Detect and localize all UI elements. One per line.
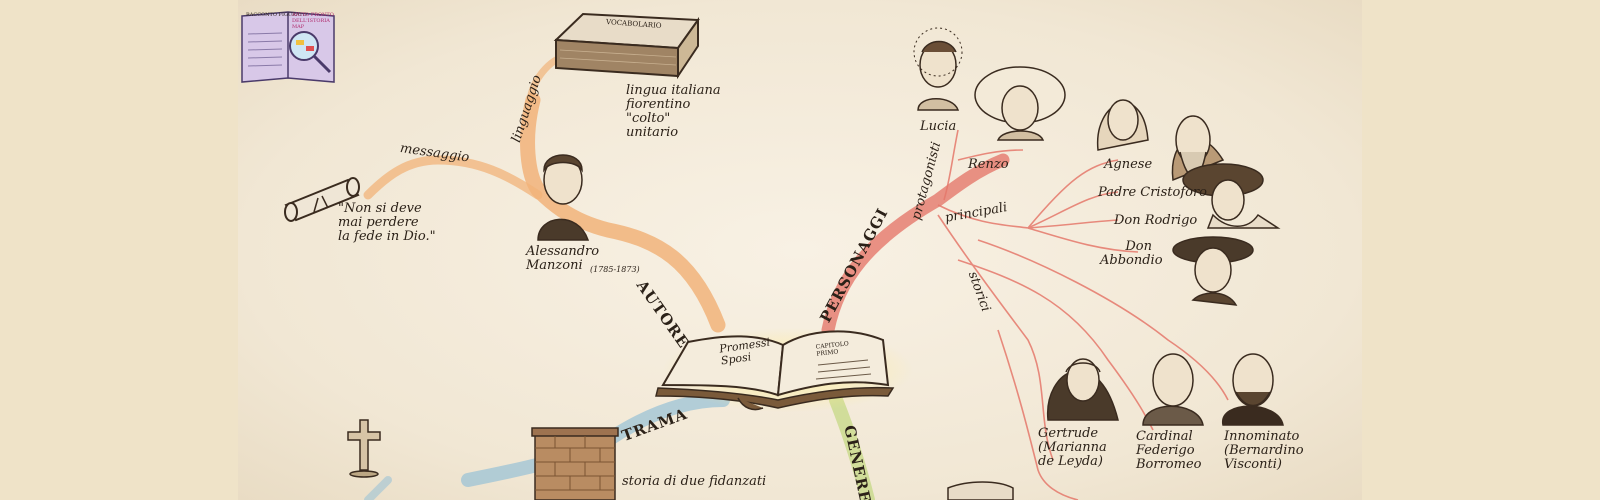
character-borromeo: Cardinal Federigo Borromeo xyxy=(1136,429,1202,472)
vocabulary-book-icon xyxy=(553,12,700,80)
lucia-portrait xyxy=(913,27,963,111)
language-note: lingua italiana fiorentino "colto" unita… xyxy=(626,83,721,140)
logo-right-title: AIUTO PRONTO DELL'ISTORIA MAP xyxy=(292,12,334,30)
author-dates: (1785-1873) xyxy=(590,265,640,274)
logo-left-title: RACCONTO FIGURATO xyxy=(246,12,307,18)
character-padre-cristoforo: Padre Cristoforo xyxy=(1098,185,1207,200)
branch-messaggio xyxy=(363,155,543,200)
character-gertrude: Gertrude (Marianna de Leyda) xyxy=(1038,426,1107,469)
gertrude-portrait xyxy=(1047,358,1119,421)
branch-genere xyxy=(829,393,875,500)
author-name: Alessandro Manzoni xyxy=(526,244,600,273)
character-innominato: Innominato (Bernardino Visconti) xyxy=(1224,429,1304,472)
innominato-portrait xyxy=(1222,353,1284,426)
center-book-icon xyxy=(655,330,895,411)
character-lucia: Lucia xyxy=(920,119,957,134)
connector-lines xyxy=(937,129,1229,500)
manzoni-portrait xyxy=(537,154,590,241)
wall-icon xyxy=(531,427,619,500)
borromeo-portrait xyxy=(1142,353,1204,426)
renzo-portrait xyxy=(974,66,1066,141)
logo-book-icon xyxy=(241,11,335,83)
character-agnese: Agnese xyxy=(1104,157,1153,172)
character-don-rodrigo: Don Rodrigo xyxy=(1114,213,1198,228)
abbondio-portrait xyxy=(1172,236,1254,306)
agnese-portrait xyxy=(1097,99,1149,151)
character-don-abbondio: Don Abbondio xyxy=(1100,239,1163,268)
branch-trama-small xyxy=(364,476,392,500)
mind-map-drawing xyxy=(284,12,1284,500)
character-renzo: Renzo xyxy=(968,157,1009,172)
branch-personaggi xyxy=(821,153,1010,337)
app-logo: RACCONTO FIGURATO AIUTO PRONTO DELL'ISTO… xyxy=(238,6,338,86)
bottom-book-fragment xyxy=(947,481,1014,500)
rodrigo-portrait xyxy=(1182,163,1281,229)
plot-note: storia di due fidanzati xyxy=(622,474,767,489)
manzoni-mind-map: RACCONTO FIGURATO AIUTO PRONTO DELL'ISTO… xyxy=(238,0,1362,500)
scroll-icon xyxy=(284,177,360,222)
branch-autore xyxy=(520,92,726,333)
cross-icon xyxy=(347,419,381,478)
message-note: "Non si deve mai perdere la fede in Dio.… xyxy=(338,201,436,244)
